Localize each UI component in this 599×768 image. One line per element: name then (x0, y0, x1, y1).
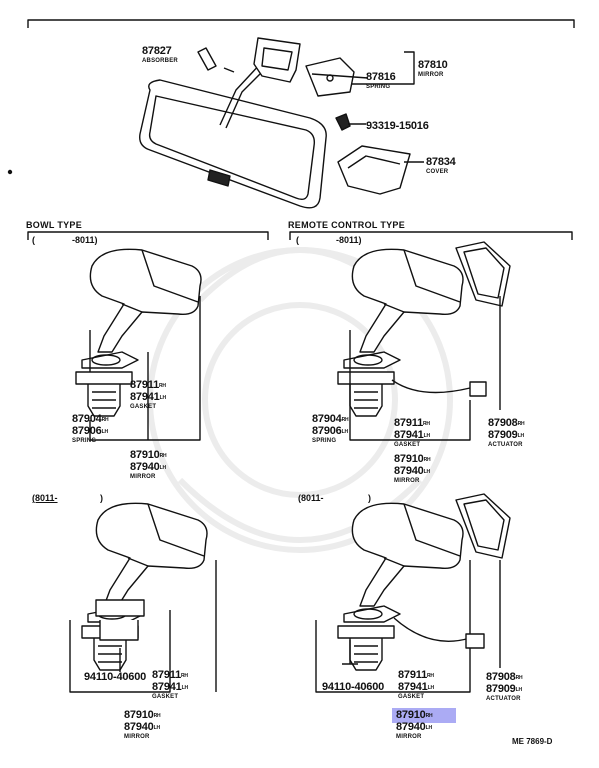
absorber-number: 87827 (142, 45, 172, 57)
ra-actuator-label: ACTUATOR (486, 696, 521, 702)
ba-gasket-lh: 87941LH (152, 681, 188, 693)
spring-part (305, 57, 355, 97)
rb-gasket-rh: 87911RH (394, 417, 430, 429)
ra-mirror-lh: 87940LH (396, 721, 432, 733)
spring-label: SPRING (366, 84, 391, 90)
rb-mirror-label: MIRROR (394, 478, 420, 484)
rb-mirror-rh: 87910RH (394, 453, 431, 465)
rb-gasket-lh: 87941LH (394, 429, 430, 441)
rb-gasket-label: GASKET (394, 442, 421, 448)
diagram-code: ME 7869-D (512, 737, 553, 746)
inside-mirror-drawing (139, 37, 411, 209)
ra-screw-number: 94110-40600 (322, 681, 385, 693)
screw-part (335, 113, 351, 131)
rb-mirror-lh: 87940LH (394, 465, 430, 477)
bowl-after-range: (8011- (32, 493, 58, 503)
ra-gasket-rh: 87911RH (398, 669, 434, 681)
bowl-type-heading: BOWL TYPE (26, 220, 83, 230)
mirror-number: 87810 (418, 59, 448, 71)
top-frame-bracket (27, 19, 575, 28)
bb-spring-rh: 87904RH (72, 413, 109, 425)
highlighted-part-box[interactable] (392, 708, 456, 723)
bb-gasket-rh: 87911RH (130, 379, 166, 391)
bb-gasket-label: GASKET (130, 404, 157, 410)
bb-mirror-lh: 87940LH (130, 461, 166, 473)
ra-actuator-lh: 87909LH (486, 683, 522, 695)
ba-mirror-rh: 87910RH (124, 709, 161, 721)
bb-mirror-rh: 87910RH (130, 449, 167, 461)
bb-spring-label: SPRING (72, 438, 97, 444)
rb-spring-label: SPRING (312, 438, 337, 444)
rb-spring-lh: 87906LH (312, 425, 348, 437)
bowl-frame-bracket (27, 231, 269, 240)
rb-actuator-lh: 87909LH (488, 429, 524, 441)
ra-mirror-rh[interactable]: 87910RH (396, 709, 433, 721)
remote-frame-bracket (289, 231, 573, 240)
bb-spring-lh: 87906LH (72, 425, 108, 437)
rb-spring-rh: 87904RH (312, 413, 349, 425)
spring-number: 87816 (366, 71, 396, 83)
absorber-part (197, 47, 217, 71)
cover-number: 87834 (426, 156, 456, 168)
bb-mirror-label: MIRROR (130, 474, 156, 480)
cover-part (337, 145, 411, 195)
bowl-before-range: -8011) (72, 235, 98, 245)
mirror-label: MIRROR (418, 72, 444, 78)
absorber-label: ABSORBER (142, 58, 178, 64)
remote-before-range: -8011) (336, 235, 362, 245)
bb-gasket-lh: 87941LH (130, 391, 166, 403)
bowl-before-open: ( (32, 235, 35, 245)
remote-after-close: ) (368, 493, 371, 503)
ra-gasket-label: GASKET (398, 694, 425, 700)
remote-after-range: (8011- (298, 493, 324, 503)
rb-actuator-rh: 87908RH (488, 417, 525, 429)
cover-label: COVER (426, 169, 449, 175)
ba-mirror-lh: 87940LH (124, 721, 160, 733)
remote-before-open: ( (296, 235, 299, 245)
ba-screw-number: 94110-40600 (84, 671, 147, 683)
ra-actuator-rh: 87908RH (486, 671, 523, 683)
ba-mirror-label: MIRROR (124, 734, 150, 740)
ra-gasket-lh: 87941LH (398, 681, 434, 693)
screw-number: 93319-15016 (366, 120, 429, 132)
ba-gasket-label: GASKET (152, 694, 179, 700)
ba-gasket-rh: 87911RH (152, 669, 188, 681)
mirror-mount-bracket (253, 37, 301, 83)
ra-mirror-label: MIRROR (396, 734, 422, 740)
rb-actuator-label: ACTUATOR (488, 442, 523, 448)
bowl-after-close: ) (100, 493, 103, 503)
remote-type-heading: REMOTE CONTROL TYPE (288, 220, 406, 230)
